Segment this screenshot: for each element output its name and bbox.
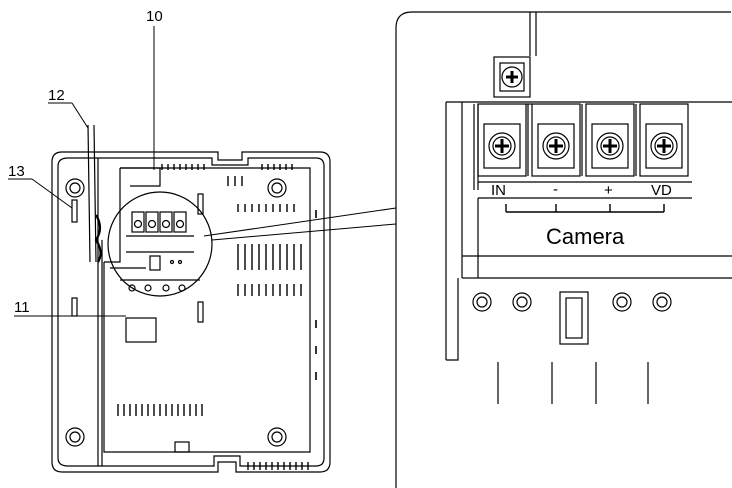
tab-left-mid (71, 297, 78, 317)
center-slot-outer (559, 291, 589, 345)
housing-inner (57, 157, 325, 467)
zoom-panel (395, 11, 732, 488)
terminal-block-housing (104, 167, 161, 263)
vent-slot-icon (117, 164, 309, 470)
bottom-clip (174, 441, 190, 453)
leader-12 (71, 102, 89, 129)
screw-terminal-icon (483, 123, 683, 169)
callout-11: 11 (14, 299, 30, 316)
mounting-hole-icon (65, 178, 287, 447)
body-lower-left (446, 278, 459, 361)
tab-mid-low (197, 301, 204, 323)
camera-label: Camera (546, 224, 625, 249)
tab-left-top (71, 199, 78, 223)
zoom-projection-top (203, 207, 397, 237)
terminal-block-top (445, 101, 732, 360)
mini-terminals (110, 211, 200, 292)
terminal-label-in: IN (491, 182, 506, 199)
lower-ribs (497, 362, 649, 404)
center-slot-inner (565, 297, 583, 339)
leader-13 (31, 178, 73, 209)
terminal-label-vd: VD (651, 182, 672, 199)
zoom-projection-bottom (211, 223, 397, 241)
magnify-circle (107, 191, 213, 297)
cable (87, 124, 102, 263)
callout-13: 13 (8, 163, 25, 180)
housing-outline (51, 151, 331, 473)
device-back-view (8, 26, 331, 473)
zoom-panel-frame (395, 11, 731, 488)
terminal-label-minus: - (553, 181, 558, 198)
mounting-hole-icon (472, 292, 672, 312)
label-plate (125, 317, 157, 343)
callout-12: 12 (48, 87, 65, 104)
callout-10: 10 (146, 8, 163, 25)
terminal-cells (477, 103, 692, 199)
terminal-label-plus: + (604, 182, 613, 199)
callout-leaders (8, 26, 155, 317)
main-board (103, 167, 311, 453)
camera-bracket (505, 204, 665, 213)
tab-mid-top (197, 193, 204, 215)
screw-terminal-icon (493, 56, 531, 98)
